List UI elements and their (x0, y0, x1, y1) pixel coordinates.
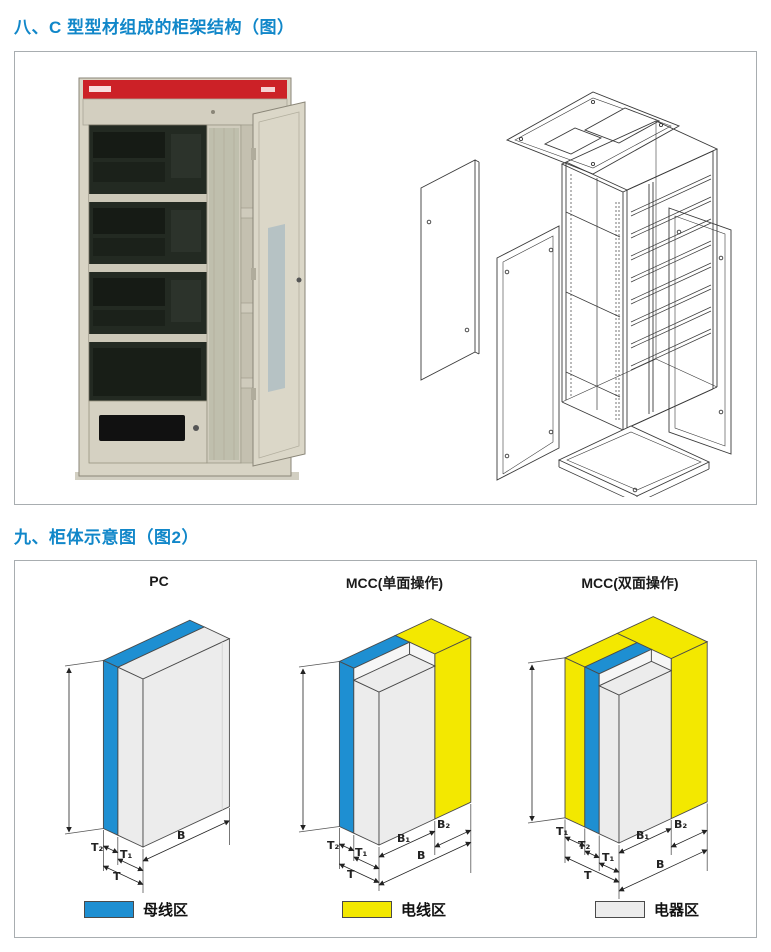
exploded-frame-drawing (420, 91, 732, 497)
device-zone-left-face (352, 679, 379, 846)
door-window (268, 224, 285, 392)
mcc-double-diagram: MCC(双面操作) (514, 573, 746, 905)
dim-label-t1b: T₁ (602, 851, 615, 864)
wire-zone-right-face (670, 641, 708, 820)
dim-label-t: T (347, 868, 355, 881)
wire-color-swatch (342, 901, 392, 918)
brand-label-marks (261, 87, 275, 92)
busbar-zone-left-face (102, 659, 119, 836)
busbar-zone-left-face (584, 666, 600, 835)
dimension-lines (527, 657, 708, 899)
dim-label-t1: T₁ (120, 848, 133, 861)
door-handle (296, 277, 302, 283)
cable-duct (206, 124, 242, 464)
device-zone-right-face (142, 637, 230, 848)
cabinet-photo (75, 77, 306, 480)
dim-label-b: B (177, 829, 185, 842)
cabinet-red-band (83, 80, 287, 99)
dim-label-t: T (113, 870, 121, 883)
left-front-panel (496, 225, 560, 481)
dim-label-b1: B₁ (636, 829, 649, 842)
dim-label-b: B (417, 849, 425, 862)
right-side-panel (668, 207, 732, 455)
cabinet-structure-figure-panel (14, 51, 757, 505)
cabinet-zone-diagram-panel: PC (14, 560, 757, 938)
dim-label-b: B (656, 858, 664, 871)
device-zone-right-face (378, 665, 435, 846)
cabinet-bottom-panel (88, 400, 208, 464)
busbar-color-swatch (84, 901, 134, 918)
dim-label-t2: T₂ (578, 839, 591, 852)
dimension-lines (298, 661, 471, 891)
frame-skeleton (560, 120, 719, 431)
dim-label-t2: T₂ (91, 841, 104, 854)
section-9-heading: 九、柜体示意图（图2） (14, 528, 199, 547)
section-8-heading: 八、C 型型材组成的柜架结构（图） (14, 18, 295, 37)
open-door (251, 101, 306, 467)
legend-item-device: 电器区 (595, 899, 699, 920)
wire-zone-left-face (564, 657, 586, 828)
device-zone-top (352, 653, 436, 693)
legend-item-busbar: 母线区 (84, 899, 188, 920)
wire-zone-right-face (433, 636, 471, 820)
dim-label-b2: B₂ (437, 818, 450, 831)
top-cover-panel (505, 91, 681, 175)
device-zone-left-face (598, 685, 620, 844)
device-zone-left-face (117, 666, 144, 848)
pc-diagram-title: PC (149, 573, 169, 589)
pc-diagram-drawing: T₂ T₁ T B (64, 619, 231, 893)
brand-label-marks (89, 86, 111, 92)
zone-legend: 母线区 电线区 电器区 (15, 899, 756, 929)
dim-label-t2: T₂ (327, 839, 340, 852)
shelf-slats (630, 174, 712, 371)
dim-label-b2: B₂ (674, 818, 687, 831)
mcc-single-diagram-title: MCC(单面操作) (345, 575, 444, 591)
device-zone-top (598, 660, 673, 696)
dim-label-t: T (584, 869, 592, 882)
dim-label-t1a: T₁ (556, 825, 569, 838)
mcc-single-diagram-drawing: T₂ T₁ T B₁ B₂ B (298, 618, 472, 891)
wire-legend-label: 电线区 (401, 902, 447, 919)
busbar-legend-label: 母线区 (143, 902, 189, 919)
legend-item-wire: 电线区 (342, 899, 446, 920)
device-legend-label: 电器区 (654, 902, 700, 919)
dim-label-t1: T₁ (355, 846, 368, 859)
diagram-row: PC (15, 561, 756, 905)
mcc-double-diagram-title: MCC(双面操作) (581, 575, 679, 591)
equipment-bays (88, 124, 208, 402)
left-rear-panel (420, 159, 480, 381)
dim-label-b1: B₁ (397, 832, 410, 845)
mcc-double-diagram-drawing: T₁ T₂ T₁ T B₁ B₂ B (527, 616, 709, 899)
pc-diagram: PC (43, 573, 275, 905)
bottom-tray-panel (557, 425, 711, 497)
busbar-zone-left-face (338, 660, 354, 834)
device-color-swatch (595, 901, 645, 918)
dimension-lines (64, 660, 230, 893)
device-zone-right-face (618, 669, 672, 844)
mcc-single-diagram: MCC(单面操作) (279, 573, 511, 905)
